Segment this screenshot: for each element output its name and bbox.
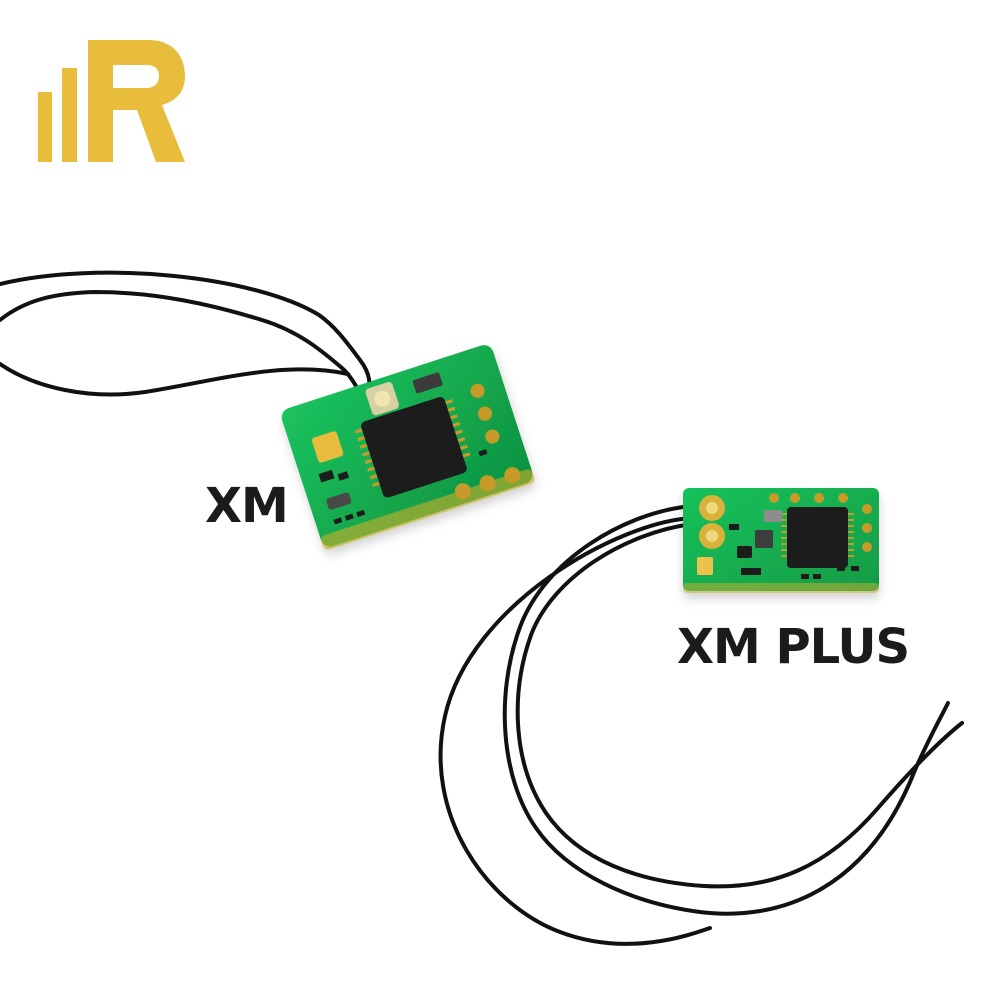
xm-main-chip (360, 396, 467, 498)
xm-plus-bind-button (697, 557, 713, 575)
xm-plus-antenna-wire-outer (502, 504, 950, 916)
xm-plus-main-chip (787, 507, 848, 568)
xm-antenna-wire-lower (0, 289, 364, 400)
logo-bar-medium (62, 68, 77, 162)
xm-plus-crystal (764, 510, 782, 522)
xm-plus-antenna-group (438, 504, 964, 946)
logo-bar-short (38, 92, 52, 162)
xm-crystal (412, 372, 443, 394)
xm-plus-product-label: XM PLUS (677, 619, 910, 675)
xm-antenna-wire-upper (0, 270, 372, 400)
xm-plus-receiver-board (683, 488, 879, 593)
xm-plus-antenna-loop (438, 516, 712, 946)
xm-plus-small-components (729, 524, 859, 579)
xm-connector-center (374, 390, 391, 407)
frsky-r-logo-icon (38, 40, 185, 162)
xm-receiver-board (281, 345, 535, 550)
logo-r-shape (88, 40, 185, 162)
xm-antenna-group (0, 270, 372, 400)
xm-plus-solder-pads (769, 493, 872, 552)
xm-bind-button (311, 431, 344, 463)
xm-solder-pads (454, 383, 521, 500)
xm-plus-chip-pins (781, 513, 854, 557)
xm-pcb-edge (321, 469, 535, 550)
xm-plus-antenna-wire-inner (515, 522, 964, 889)
xm-small-components (333, 449, 488, 525)
xm-chip-pins (354, 399, 471, 487)
xm-antenna-wire-loop (0, 362, 350, 397)
xm-product-label: XM (205, 478, 289, 534)
